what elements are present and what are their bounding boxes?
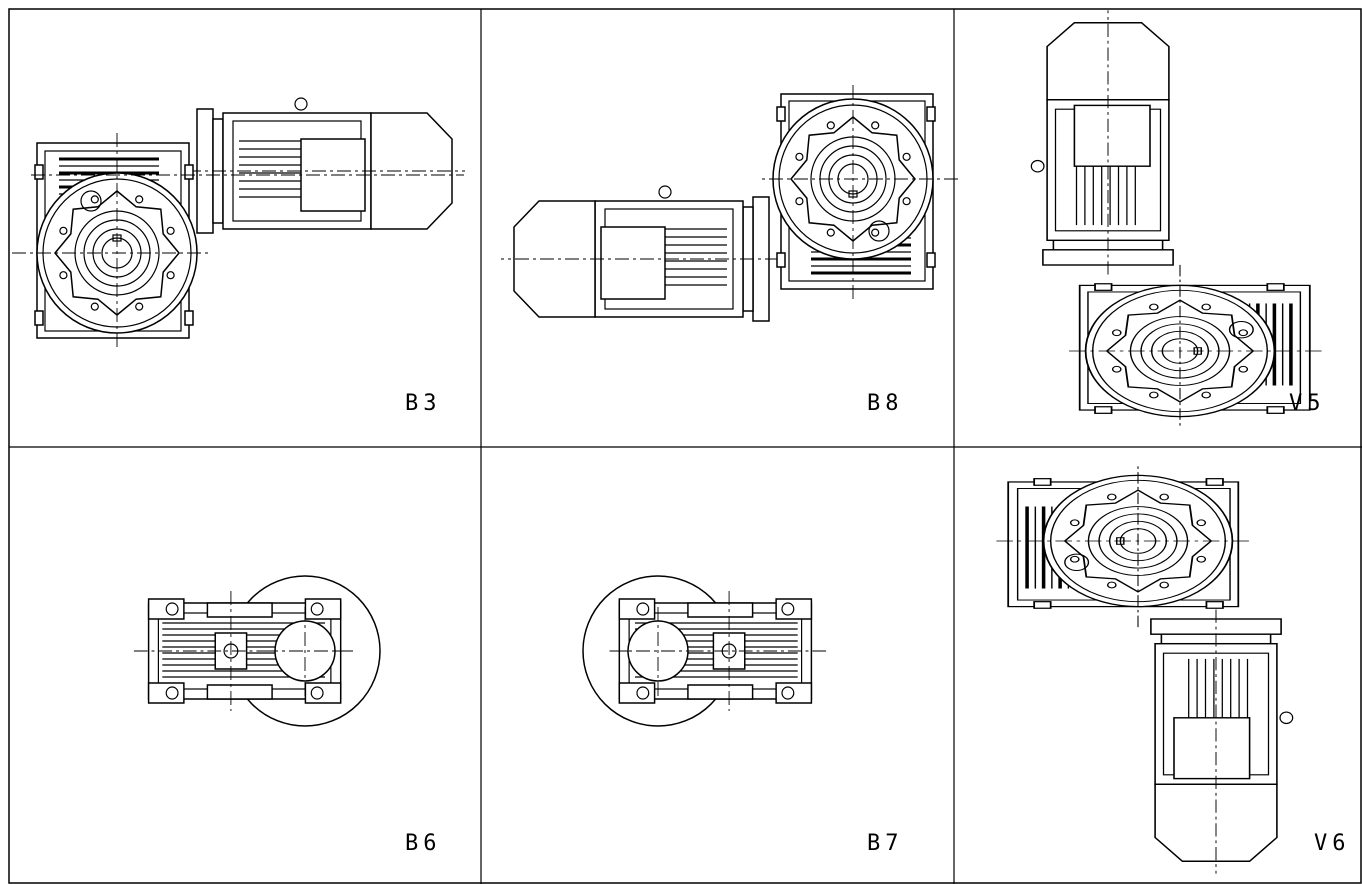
v5-gearbox: [1067, 264, 1322, 429]
label-b3: B3: [405, 391, 442, 416]
cell-v5: V5: [954, 9, 1362, 447]
v6-gearbox: [996, 463, 1251, 628]
b7-gearbox: [605, 591, 827, 711]
b3-gearbox: [12, 133, 212, 348]
b3-motor: [187, 97, 465, 234]
label-b8: B8: [867, 391, 904, 416]
cell-v6: V6: [954, 447, 1362, 884]
b6-gearbox: [133, 591, 355, 711]
cell-b7: B7: [481, 447, 954, 884]
v6-motor: [1150, 609, 1294, 874]
b8-motor: [501, 185, 779, 322]
drawing-v6: [996, 463, 1294, 874]
drawing-b6: [133, 575, 381, 727]
cell-b6: B6: [9, 447, 481, 884]
label-b6: B6: [405, 831, 442, 856]
drawing-b8: [501, 84, 958, 322]
drawing-b7: [582, 575, 827, 727]
label-b7: B7: [867, 831, 904, 856]
label-v6: V6: [1314, 831, 1351, 856]
label-v5: V5: [1289, 391, 1326, 416]
cell-b3: B3: [9, 9, 481, 447]
b8-gearbox: [758, 84, 958, 299]
grid-border: [8, 8, 1362, 884]
drawing-b3: [12, 97, 465, 348]
v5-motor: [1030, 10, 1174, 275]
cell-b8: B8: [481, 9, 958, 447]
drawing-v5: [1030, 10, 1322, 429]
